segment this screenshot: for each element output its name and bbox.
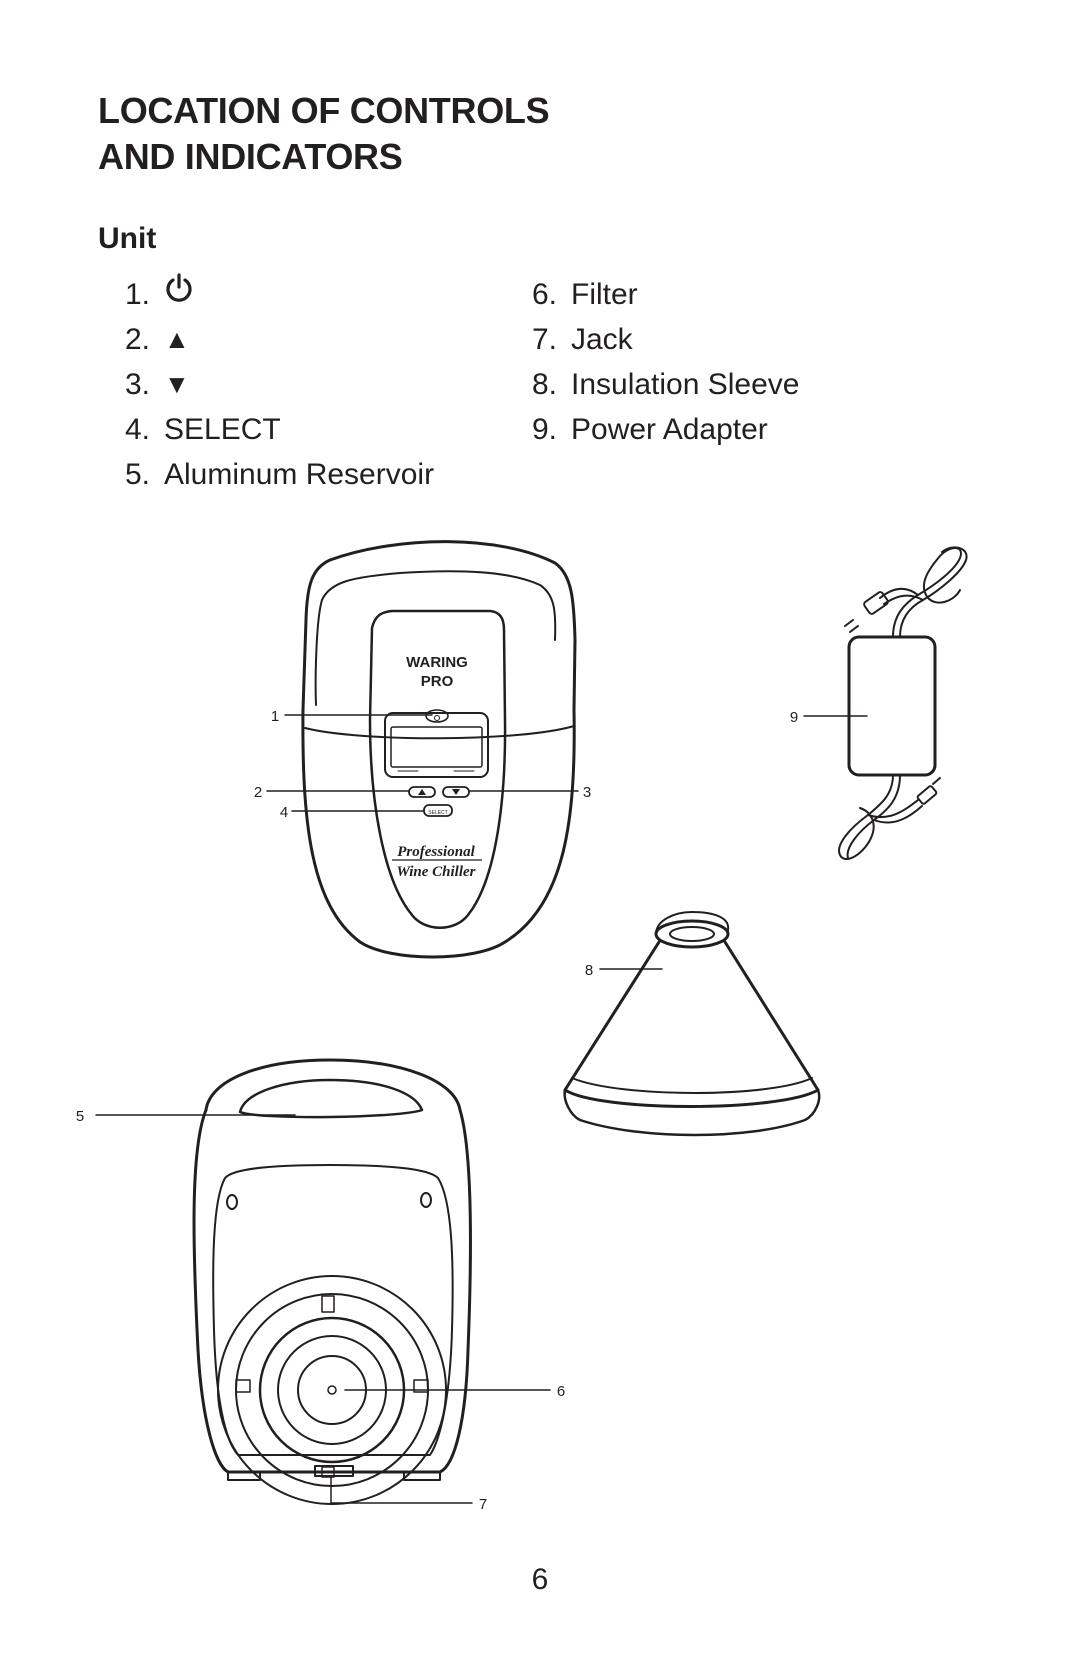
legend-label: SELECT bbox=[164, 413, 281, 446]
callout-3: 3 bbox=[583, 784, 591, 801]
callout-2: 2 bbox=[254, 784, 262, 801]
legend-item-filter: 6. Filter bbox=[517, 272, 800, 317]
chiller-rear-view bbox=[192, 1058, 472, 1505]
brand-logo-line1: WARING bbox=[406, 654, 468, 671]
legend-item-sleeve: 8. Insulation Sleeve bbox=[517, 362, 800, 407]
brand-logo-line2: PRO bbox=[421, 673, 454, 690]
insulation-sleeve bbox=[563, 911, 821, 1137]
down-arrow-icon: ▼ bbox=[164, 369, 190, 399]
callout-7: 7 bbox=[479, 1496, 487, 1513]
script-line1: Professional bbox=[397, 844, 475, 860]
legend-list-left: 1. 2. ▲ 3. ▼ 4. SELECT 5. Aluminum Reser… bbox=[110, 272, 434, 497]
chiller-front-view bbox=[301, 540, 577, 959]
script-line2: Wine Chiller bbox=[396, 864, 475, 880]
legend-number: 6. bbox=[531, 278, 557, 311]
legend-number: 1. bbox=[124, 278, 150, 311]
page-title: LOCATION OF CONTROLS AND INDICATORS bbox=[98, 88, 550, 180]
power-adapter bbox=[838, 546, 968, 860]
legend-label: Insulation Sleeve bbox=[571, 368, 800, 401]
title-line-2: AND INDICATORS bbox=[98, 136, 403, 177]
power-icon bbox=[164, 272, 194, 318]
legend-number: 2. bbox=[124, 323, 150, 356]
callout-5: 5 bbox=[76, 1108, 84, 1125]
legend-label: Jack bbox=[571, 323, 633, 356]
legend-label: Aluminum Reservoir bbox=[164, 458, 435, 491]
callout-1: 1 bbox=[271, 708, 279, 725]
legend-number: 3. bbox=[124, 368, 150, 401]
legend-item-select: 4. SELECT bbox=[110, 407, 434, 452]
page-number: 6 bbox=[531, 1563, 549, 1596]
down-button-glyph bbox=[452, 789, 460, 795]
section-heading: Unit bbox=[98, 222, 157, 255]
callout-8: 8 bbox=[585, 962, 593, 979]
legend-number: 8. bbox=[531, 368, 557, 401]
legend-item-down: 3. ▼ bbox=[110, 362, 434, 407]
select-button-label: SELECT bbox=[428, 810, 447, 816]
legend-list-right: 6. Filter 7. Jack 8. Insulation Sleeve 9… bbox=[517, 272, 800, 452]
legend-number: 9. bbox=[531, 413, 557, 446]
legend-item-reservoir: 5. Aluminum Reservoir bbox=[110, 452, 434, 497]
callout-6: 6 bbox=[557, 1383, 565, 1400]
legend-item-power: 1. bbox=[110, 272, 434, 317]
legend-label: Power Adapter bbox=[571, 413, 768, 446]
callout-lines bbox=[95, 714, 868, 1504]
callout-9: 9 bbox=[790, 709, 798, 726]
legend-number: 5. bbox=[124, 458, 150, 491]
legend-number: 4. bbox=[124, 413, 150, 446]
up-arrow-icon: ▲ bbox=[164, 324, 190, 354]
legend-item-up: 2. ▲ bbox=[110, 317, 434, 362]
title-line-1: LOCATION OF CONTROLS bbox=[98, 90, 550, 131]
legend-label: Filter bbox=[571, 278, 638, 311]
up-button-glyph bbox=[418, 789, 426, 795]
legend-item-jack: 7. Jack bbox=[517, 317, 800, 362]
legend-number: 7. bbox=[531, 323, 557, 356]
callout-4: 4 bbox=[280, 804, 288, 821]
legend-item-adapter: 9. Power Adapter bbox=[517, 407, 800, 452]
